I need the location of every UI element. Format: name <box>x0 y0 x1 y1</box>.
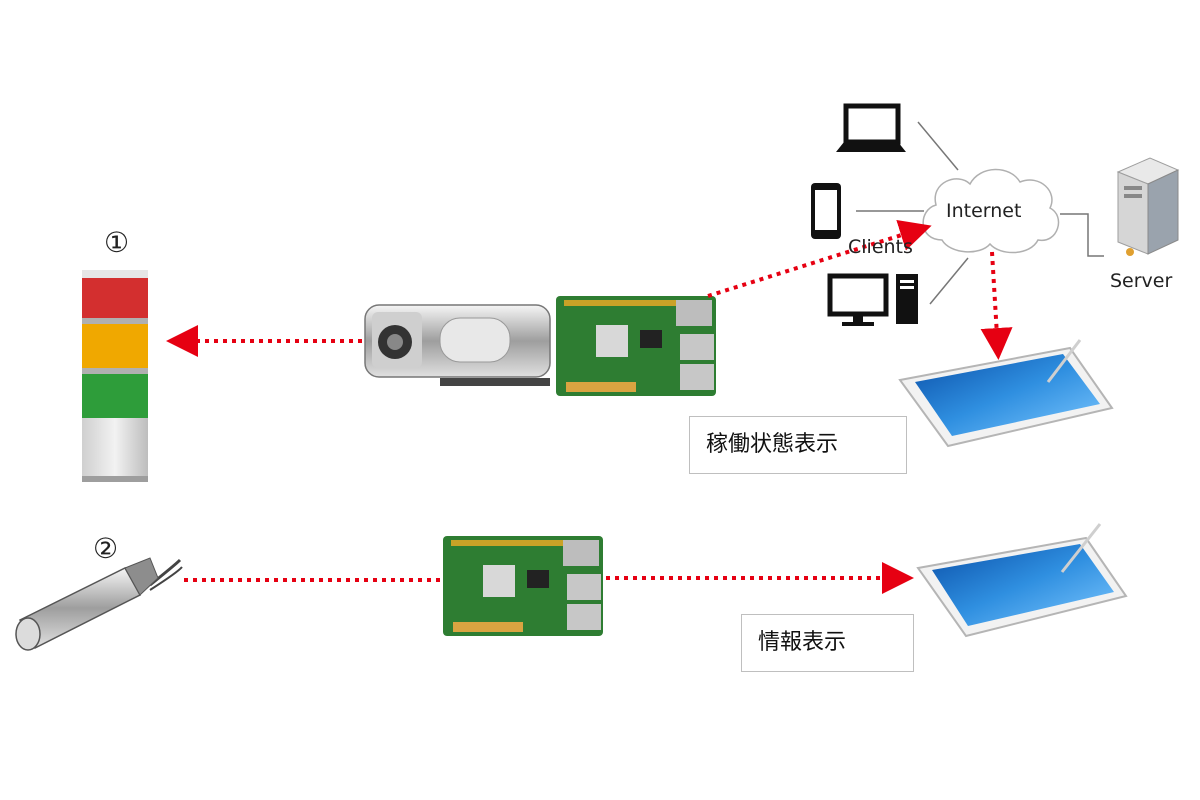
raspberry-pi-board-2 <box>443 536 603 636</box>
camera-icon <box>364 304 551 386</box>
server-label: Server <box>1110 270 1173 292</box>
marker-one: ① <box>104 226 130 259</box>
clients-label: Clients <box>848 236 913 258</box>
server-icon <box>1116 157 1180 256</box>
data-flow-arrows <box>166 219 1013 594</box>
proximity-sensor-icon <box>15 557 183 651</box>
internet-label: Internet <box>946 200 1022 222</box>
pi-to-internet-arrow <box>707 219 932 298</box>
desktop-link <box>929 257 969 305</box>
status-display-label: 稼働状態表示 <box>689 416 907 474</box>
raspberry-pi-board-1 <box>556 296 716 396</box>
network-links <box>856 121 1104 305</box>
info-display-label: 情報表示 <box>741 614 914 672</box>
tablet-icon-2 <box>916 523 1128 638</box>
desktop-computer-icon <box>827 273 918 326</box>
signal-tower-icon <box>82 270 148 482</box>
server-link <box>1060 213 1104 257</box>
smartphone-icon <box>811 183 841 239</box>
laptop-link <box>917 121 959 171</box>
marker-two: ② <box>93 532 119 565</box>
internet-to-tablet-arrow <box>980 251 1013 360</box>
laptop-icon <box>836 103 906 152</box>
tablet-icon-1 <box>898 339 1114 448</box>
internet-cloud-icon <box>922 168 1060 254</box>
